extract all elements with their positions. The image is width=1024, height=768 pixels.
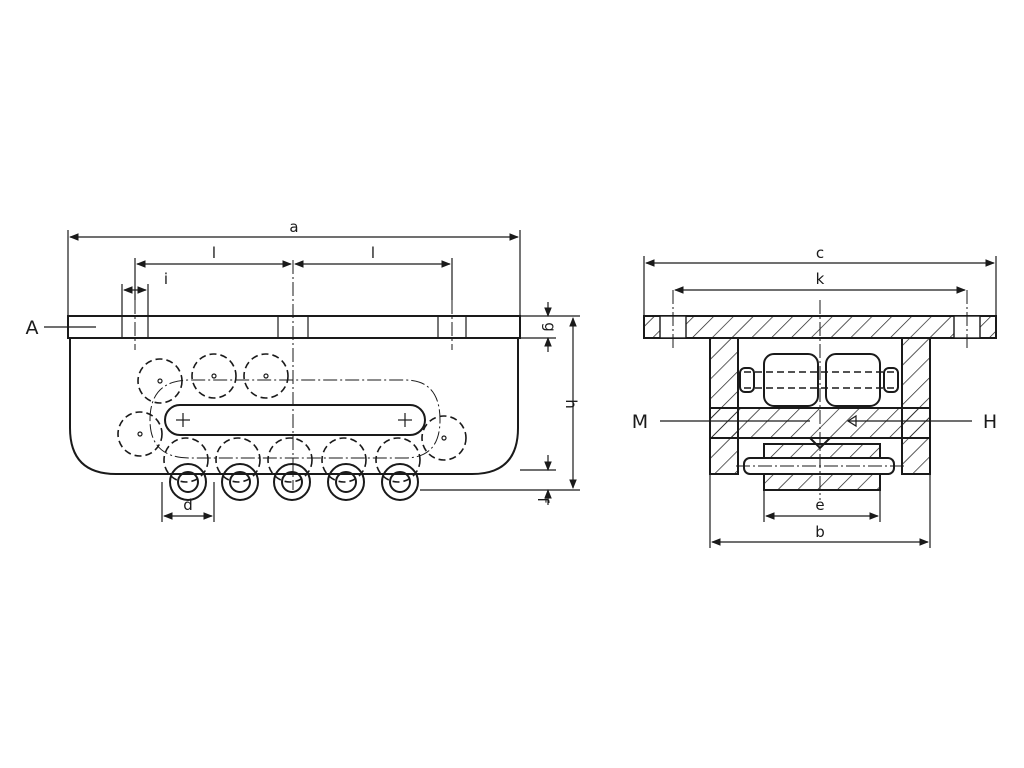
callout-a-label: A	[26, 317, 39, 339]
dim-f: f	[520, 455, 556, 505]
dim-l-left-label: l	[212, 244, 216, 262]
section-view: c k e b M H	[632, 244, 997, 548]
dim-b: b	[709, 474, 931, 548]
left-side-wall	[709, 337, 739, 475]
callout-h-label: H	[983, 411, 997, 433]
chain-slot	[164, 404, 426, 436]
dim-a-label: a	[289, 218, 298, 236]
dim-g-label: g	[541, 322, 559, 332]
chain-track	[149, 379, 441, 459]
upper-rollers	[739, 353, 899, 407]
dim-h-label: h	[562, 399, 580, 409]
callout-m: M	[632, 411, 810, 433]
dim-g: g	[520, 302, 559, 352]
bottom-rollers	[169, 463, 419, 501]
hidden-rollers	[117, 353, 467, 483]
dim-d: d	[161, 482, 215, 522]
housing-body	[69, 338, 519, 475]
dim-l: l l	[134, 244, 453, 300]
lower-roller	[736, 443, 904, 491]
dim-e: e	[763, 490, 881, 522]
dim-k: k	[674, 270, 966, 294]
dim-c: c	[643, 244, 997, 316]
dim-h: h	[420, 315, 580, 491]
dim-f-label: f	[534, 497, 552, 503]
dim-e-label: e	[815, 496, 824, 514]
callout-m-label: M	[632, 411, 648, 433]
callout-a: A	[26, 317, 96, 339]
dim-i-label: i	[164, 270, 168, 288]
callout-h: H	[846, 411, 997, 433]
dim-c-label: c	[816, 244, 824, 262]
plate-holes	[121, 260, 467, 490]
dim-k-label: k	[816, 270, 825, 288]
dim-a: a	[67, 218, 521, 316]
right-side-wall	[901, 337, 931, 475]
dim-i: i	[121, 270, 168, 316]
dim-l-right-label: l	[371, 244, 375, 262]
dim-b-label: b	[815, 523, 825, 541]
side-view: a l l i g h	[26, 218, 580, 522]
dim-d-label: d	[183, 496, 193, 514]
